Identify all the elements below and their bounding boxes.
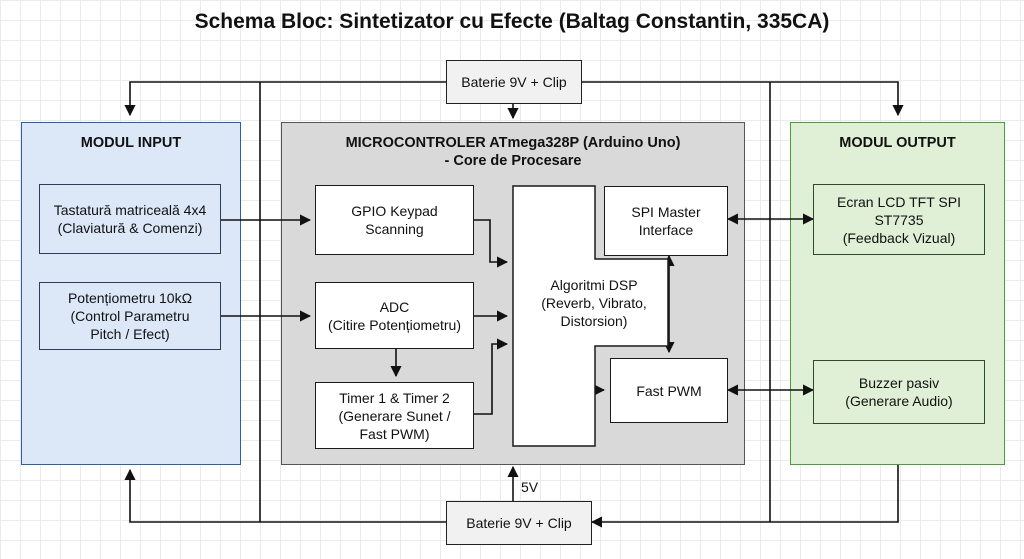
keypad-line2: (Claviatură & Comenzi): [57, 220, 203, 236]
adc-line2: (Citire Potențiometru): [327, 316, 462, 333]
potentiometer-node: Potențiometru 10kΩ (Control Parametru Pi…: [39, 282, 221, 350]
lcd-node: Ecran LCD TFT SPI ST7735 (Feedback Vizua…: [813, 184, 985, 255]
adc-line1: ADC: [379, 298, 410, 315]
spi-line1: SPI Master: [631, 204, 701, 220]
mcu-title-line1: MICROCONTROLER ATmega328P (Arduino Uno): [345, 135, 681, 151]
timer-line3: Fast PWM): [359, 425, 430, 442]
timer-line1: Timer 1 & Timer 2: [339, 389, 450, 406]
lcd-line2: ST7735: [874, 211, 924, 228]
pot-line1: Potențiometru 10kΩ: [67, 290, 193, 306]
battery-top-label: Baterie 9V + Clip: [461, 74, 567, 90]
battery-bottom: Baterie 9V + Clip: [446, 501, 592, 545]
gpio-node: GPIO Keypad Scanning: [315, 185, 474, 255]
wire-top-right: [582, 81, 904, 117]
input-module-title: MODUL INPUT: [80, 135, 182, 151]
gpio-line1: GPIO Keypad: [351, 203, 438, 219]
timer-line2: (Generare Sunet /: [338, 407, 451, 424]
lcd-line3: (Feedback Vizual): [842, 229, 956, 246]
mcu-title-line2: - Core de Procesare: [444, 153, 582, 169]
dsp-line2: (Reverb, Vibrato,: [541, 295, 647, 311]
pot-line2: (Control Parametru: [70, 308, 190, 324]
keypad-node: Tastatură matriceală 4x4 (Claviatură & C…: [39, 184, 221, 254]
diagram-title: Schema Bloc: Sintetizator cu Efecte (Bal…: [194, 10, 830, 33]
pot-line3: Pitch / Efect): [90, 326, 170, 342]
wire-top-left: [124, 81, 446, 117]
wire-bottom-right: [590, 465, 899, 528]
battery-top: Baterie 9V + Clip: [446, 60, 582, 104]
keypad-line1: Tastatură matriceală 4x4: [53, 202, 207, 218]
battery-bottom-label: Baterie 9V + Clip: [466, 515, 572, 531]
buzzer-line1: Buzzer pasiv: [858, 375, 940, 391]
spi-line2: Interface: [638, 222, 694, 238]
fast-pwm-node: Fast PWM: [610, 358, 728, 423]
voltage-label: 5V: [521, 479, 539, 495]
timer-node: Timer 1 & Timer 2 (Generare Sunet / Fast…: [315, 382, 474, 449]
adc-node: ADC (Citire Potențiometru): [315, 282, 474, 349]
lcd-line1: Ecran LCD TFT SPI: [837, 193, 961, 210]
gpio-line2: Scanning: [365, 221, 424, 237]
pwm-line1: Fast PWM: [636, 382, 702, 399]
dsp-line3: Distorsion): [560, 313, 628, 329]
dsp-node: Algoritmi DSP (Reverb, Vibrato, Distorsi…: [514, 266, 674, 340]
dsp-line1: Algoritmi DSP: [550, 277, 638, 293]
buzzer-node: Buzzer pasiv (Generare Audio): [813, 360, 985, 424]
wire-bottom-left: [124, 468, 446, 523]
output-module-title: MODUL OUTPUT: [839, 135, 956, 151]
buzzer-line2: (Generare Audio): [845, 393, 953, 409]
spi-node: SPI Master Interface: [604, 186, 728, 256]
